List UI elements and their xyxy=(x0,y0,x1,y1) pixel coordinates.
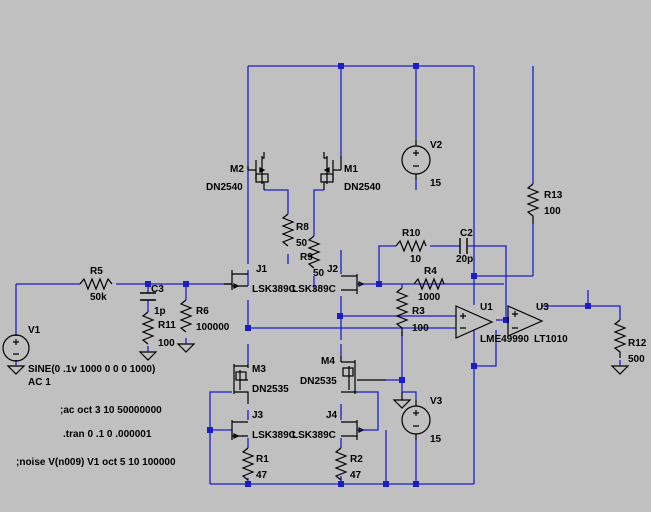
r8-name: R8 xyxy=(296,222,309,233)
resistor-r10[interactable] xyxy=(395,239,427,253)
jfet-j3[interactable] xyxy=(231,420,248,440)
m2-name: M2 xyxy=(230,164,244,175)
r4-name: R4 xyxy=(424,266,437,277)
mosfet-m2[interactable] xyxy=(247,152,269,190)
capacitor-c2[interactable] xyxy=(459,238,468,254)
r11-name: R11 xyxy=(158,320,176,331)
directive-tran: .tran 0 .1 0 .000001 xyxy=(63,429,152,440)
r11-value: 100 xyxy=(158,338,175,349)
m3-name: M3 xyxy=(252,364,266,375)
spice-directives: ;ac oct 3 10 50000000 .tran 0 .1 0 .0000… xyxy=(16,405,176,468)
resistor-r5[interactable] xyxy=(79,277,113,291)
directive-noise: ;noise V(n009) V1 oct 5 10 100000 xyxy=(16,457,176,468)
r6-name: R6 xyxy=(196,306,209,317)
v2-name: V2 xyxy=(430,140,443,151)
wires xyxy=(15,65,621,485)
u1-value: LME49990 xyxy=(480,334,529,345)
r3-name: R3 xyxy=(412,306,425,317)
mosfet-m4[interactable] xyxy=(340,356,386,394)
v1-ac: AC 1 xyxy=(28,377,51,388)
r12-value: 500 xyxy=(628,354,645,365)
directive-ac: ;ac oct 3 10 50000000 xyxy=(60,405,162,416)
r5-name: R5 xyxy=(90,266,103,277)
j2-name: J2 xyxy=(327,264,339,275)
resistor-r2[interactable] xyxy=(334,447,348,481)
u1-name: U1 xyxy=(480,302,493,313)
r9-value: 50 xyxy=(313,268,325,279)
jfet-j4[interactable] xyxy=(341,420,365,440)
ground-symbol xyxy=(392,399,412,409)
resistor-r8[interactable] xyxy=(281,213,295,247)
resistor-r11[interactable] xyxy=(141,311,155,345)
r13-name: R13 xyxy=(544,190,563,201)
r10-value: 10 xyxy=(410,254,422,265)
r4-value: 1000 xyxy=(418,292,441,303)
u3-name: U3 xyxy=(536,302,549,313)
j4-name: J4 xyxy=(326,410,338,421)
ground-symbol xyxy=(138,351,158,361)
opamp-u1[interactable] xyxy=(455,305,494,339)
j2-value: LSK389C xyxy=(292,284,336,295)
r5-value: 50k xyxy=(90,292,107,303)
r6-value: 100000 xyxy=(196,322,230,333)
v1-name: V1 xyxy=(28,325,41,336)
m1-name: M1 xyxy=(344,164,358,175)
component-labels: M2 DN2540 M1 DN2540 V2 15 R13 100 R8 50 … xyxy=(28,140,647,481)
resistor-r13[interactable] xyxy=(526,183,540,224)
voltage-source-v3[interactable] xyxy=(401,391,431,440)
r1-name: R1 xyxy=(256,454,269,465)
ground-symbol xyxy=(610,365,630,375)
r3-value: 100 xyxy=(412,323,429,334)
c3-value: 1p xyxy=(154,306,166,317)
resistor-r6[interactable] xyxy=(179,299,193,333)
resistor-r9[interactable] xyxy=(307,235,321,269)
junctions xyxy=(145,63,591,487)
r10-name: R10 xyxy=(402,228,421,239)
m2-value: DN2540 xyxy=(206,182,243,193)
r13-value: 100 xyxy=(544,206,561,217)
j4-value: LSK389C xyxy=(292,430,336,441)
voltage-source-v2[interactable] xyxy=(401,140,431,180)
m1-value: DN2540 xyxy=(344,182,381,193)
c2-value: 20p xyxy=(456,254,473,265)
jfet-j2[interactable] xyxy=(341,274,365,294)
m3-value: DN2535 xyxy=(252,384,289,395)
j3-name: J3 xyxy=(252,410,264,421)
v1-value: SINE(0 .1v 1000 0 0 0 1000) xyxy=(28,364,155,375)
r12-name: R12 xyxy=(628,338,647,349)
v3-name: V3 xyxy=(430,396,443,407)
voltage-source-v1[interactable] xyxy=(2,334,30,362)
r8-value: 50 xyxy=(296,238,308,249)
mosfet-m1[interactable] xyxy=(320,152,342,190)
u3-value: LT1010 xyxy=(534,334,568,345)
resistor-r4[interactable] xyxy=(413,277,445,291)
m4-name: M4 xyxy=(321,356,335,367)
capacitor-c3[interactable] xyxy=(140,292,156,301)
c3-name: C3 xyxy=(151,284,164,295)
r2-value: 47 xyxy=(350,470,362,481)
resistor-r3[interactable] xyxy=(395,287,409,336)
v2-value: 15 xyxy=(430,178,442,189)
mosfet-m3[interactable] xyxy=(233,364,249,404)
j1-value: LSK389C xyxy=(252,284,296,295)
resistor-r1[interactable] xyxy=(241,447,255,481)
jfet-j1[interactable] xyxy=(224,270,248,290)
j1-name: J1 xyxy=(256,264,268,275)
r1-value: 47 xyxy=(256,470,268,481)
opamp-u3[interactable] xyxy=(507,305,544,337)
ground-symbol xyxy=(176,343,196,353)
ground-symbol xyxy=(6,365,26,375)
v3-value: 15 xyxy=(430,434,442,445)
m4-value: DN2535 xyxy=(300,376,337,387)
resistor-r12[interactable] xyxy=(613,319,627,358)
r9-name: R9 xyxy=(300,252,313,263)
r2-name: R2 xyxy=(350,454,363,465)
c2-name: C2 xyxy=(460,228,473,239)
j3-value: LSK389C xyxy=(252,430,296,441)
